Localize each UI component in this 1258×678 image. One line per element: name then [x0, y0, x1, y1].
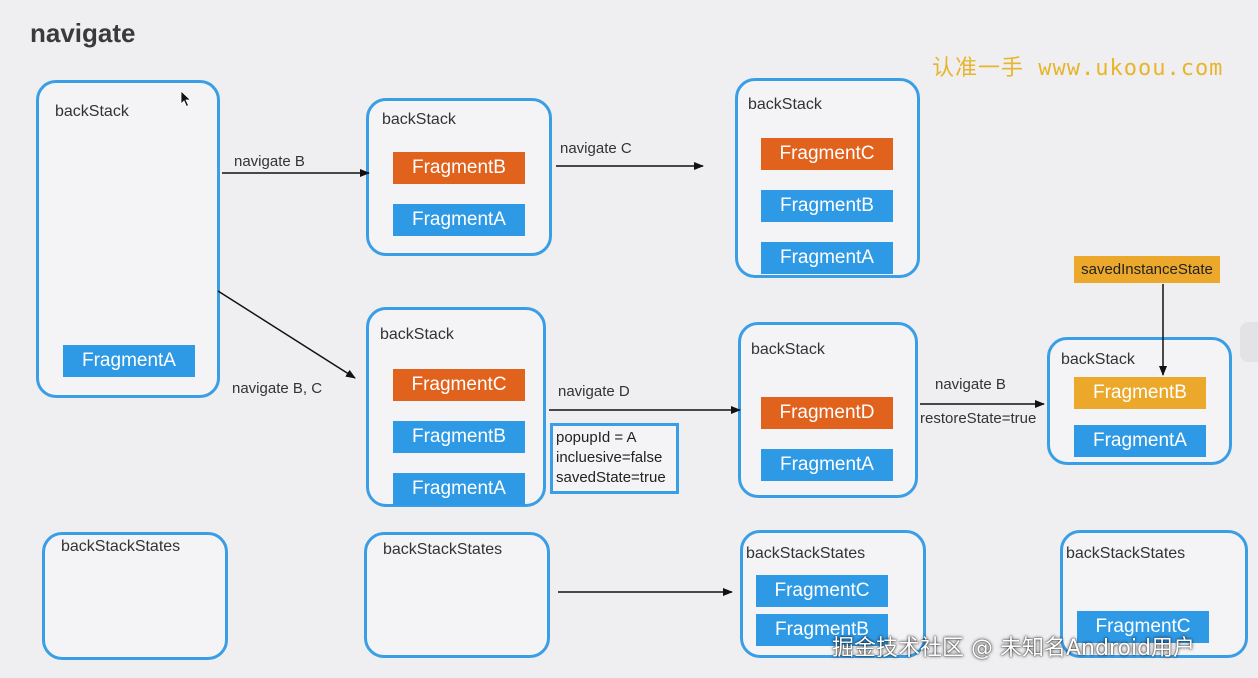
backstack-initial: backStack FragmentA — [36, 80, 220, 398]
fragment-b: FragmentB — [756, 614, 888, 646]
label-navigate-b-restore: navigate B — [935, 376, 1006, 393]
label-restore-state: restoreState=true — [920, 410, 1037, 427]
page-title: navigate — [30, 18, 136, 48]
backstackstates-final: backStackStates FragmentC — [1060, 530, 1248, 658]
arrow-navigate-bc — [217, 290, 356, 379]
pop-option-line: popupId = A — [556, 429, 637, 446]
edge-handle[interactable] — [1240, 322, 1258, 362]
backstack-restored: backStack FragmentB FragmentA — [1047, 337, 1232, 465]
fragment-c: FragmentC — [761, 138, 893, 170]
fragment-a: FragmentA — [63, 345, 195, 377]
backstackstates-label: backStackStates — [746, 545, 866, 562]
backstack-label: backStack — [382, 111, 456, 128]
backstack-after-c: backStack FragmentC FragmentB FragmentA — [735, 78, 920, 278]
label-navigate-c: navigate C — [560, 140, 632, 157]
fragment-a: FragmentA — [761, 449, 893, 481]
backstackstates-label: backStackStates — [61, 538, 181, 555]
label-navigate-bc: navigate B, C — [232, 380, 323, 397]
backstack-label: backStack — [1061, 351, 1135, 368]
pop-option-line: savedState=true — [556, 469, 666, 486]
fragment-d: FragmentD — [761, 397, 893, 429]
fragment-b: FragmentB — [761, 190, 893, 222]
backstackstates-label: backStackStates — [1066, 545, 1186, 562]
fragment-b: FragmentB — [1074, 377, 1206, 409]
label-navigate-b: navigate B — [234, 153, 305, 170]
backstack-label: backStack — [55, 103, 129, 120]
fragment-c: FragmentC — [1077, 611, 1209, 643]
backstackstates-saved: backStackStates FragmentC FragmentB — [740, 530, 926, 658]
backstack-label: backStack — [380, 326, 454, 343]
watermark-text: 认准一手 www.ukoou.com — [932, 56, 1224, 81]
backstack-after-b: backStack FragmentB FragmentA — [366, 98, 552, 256]
backstackstates-initial: backStackStates — [42, 532, 228, 660]
fragment-c: FragmentC — [393, 369, 525, 401]
pop-option-line: incluesive=false — [556, 449, 663, 466]
fragment-b: FragmentB — [393, 421, 525, 453]
saved-instance-state-box: savedInstanceState — [1074, 256, 1220, 283]
fragment-b: FragmentB — [393, 152, 525, 184]
backstackstates-label: backStackStates — [383, 541, 503, 558]
backstack-label: backStack — [748, 96, 822, 113]
fragment-a: FragmentA — [393, 473, 525, 505]
backstack-after-d: backStack FragmentD FragmentA — [738, 322, 918, 498]
fragment-a: FragmentA — [761, 242, 893, 274]
backstack-label: backStack — [751, 341, 825, 358]
fragment-a: FragmentA — [393, 204, 525, 236]
mouse-cursor-icon — [180, 90, 192, 108]
fragment-a: FragmentA — [1074, 425, 1206, 457]
footer-watermark: 掘金技术社区 @ 未知名Android用户 — [832, 636, 1196, 661]
backstack-after-bc: backStack FragmentC FragmentB FragmentA — [366, 307, 546, 507]
label-navigate-d: navigate D — [558, 383, 630, 400]
fragment-c: FragmentC — [756, 575, 888, 607]
pop-options-box: popupId = A incluesive=false savedState=… — [550, 423, 679, 494]
backstackstates-middle: backStackStates — [364, 532, 550, 658]
